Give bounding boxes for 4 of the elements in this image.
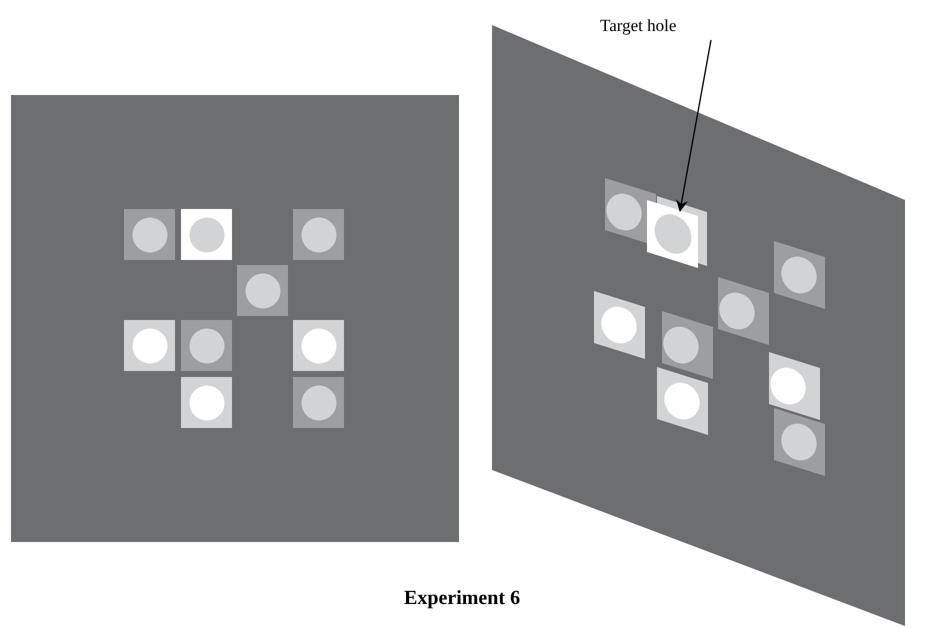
target-tile [647, 200, 698, 268]
callout-label: Target hole [600, 16, 676, 36]
figure-title: Experiment 6 [404, 587, 520, 610]
leader-arrow [676, 40, 712, 212]
